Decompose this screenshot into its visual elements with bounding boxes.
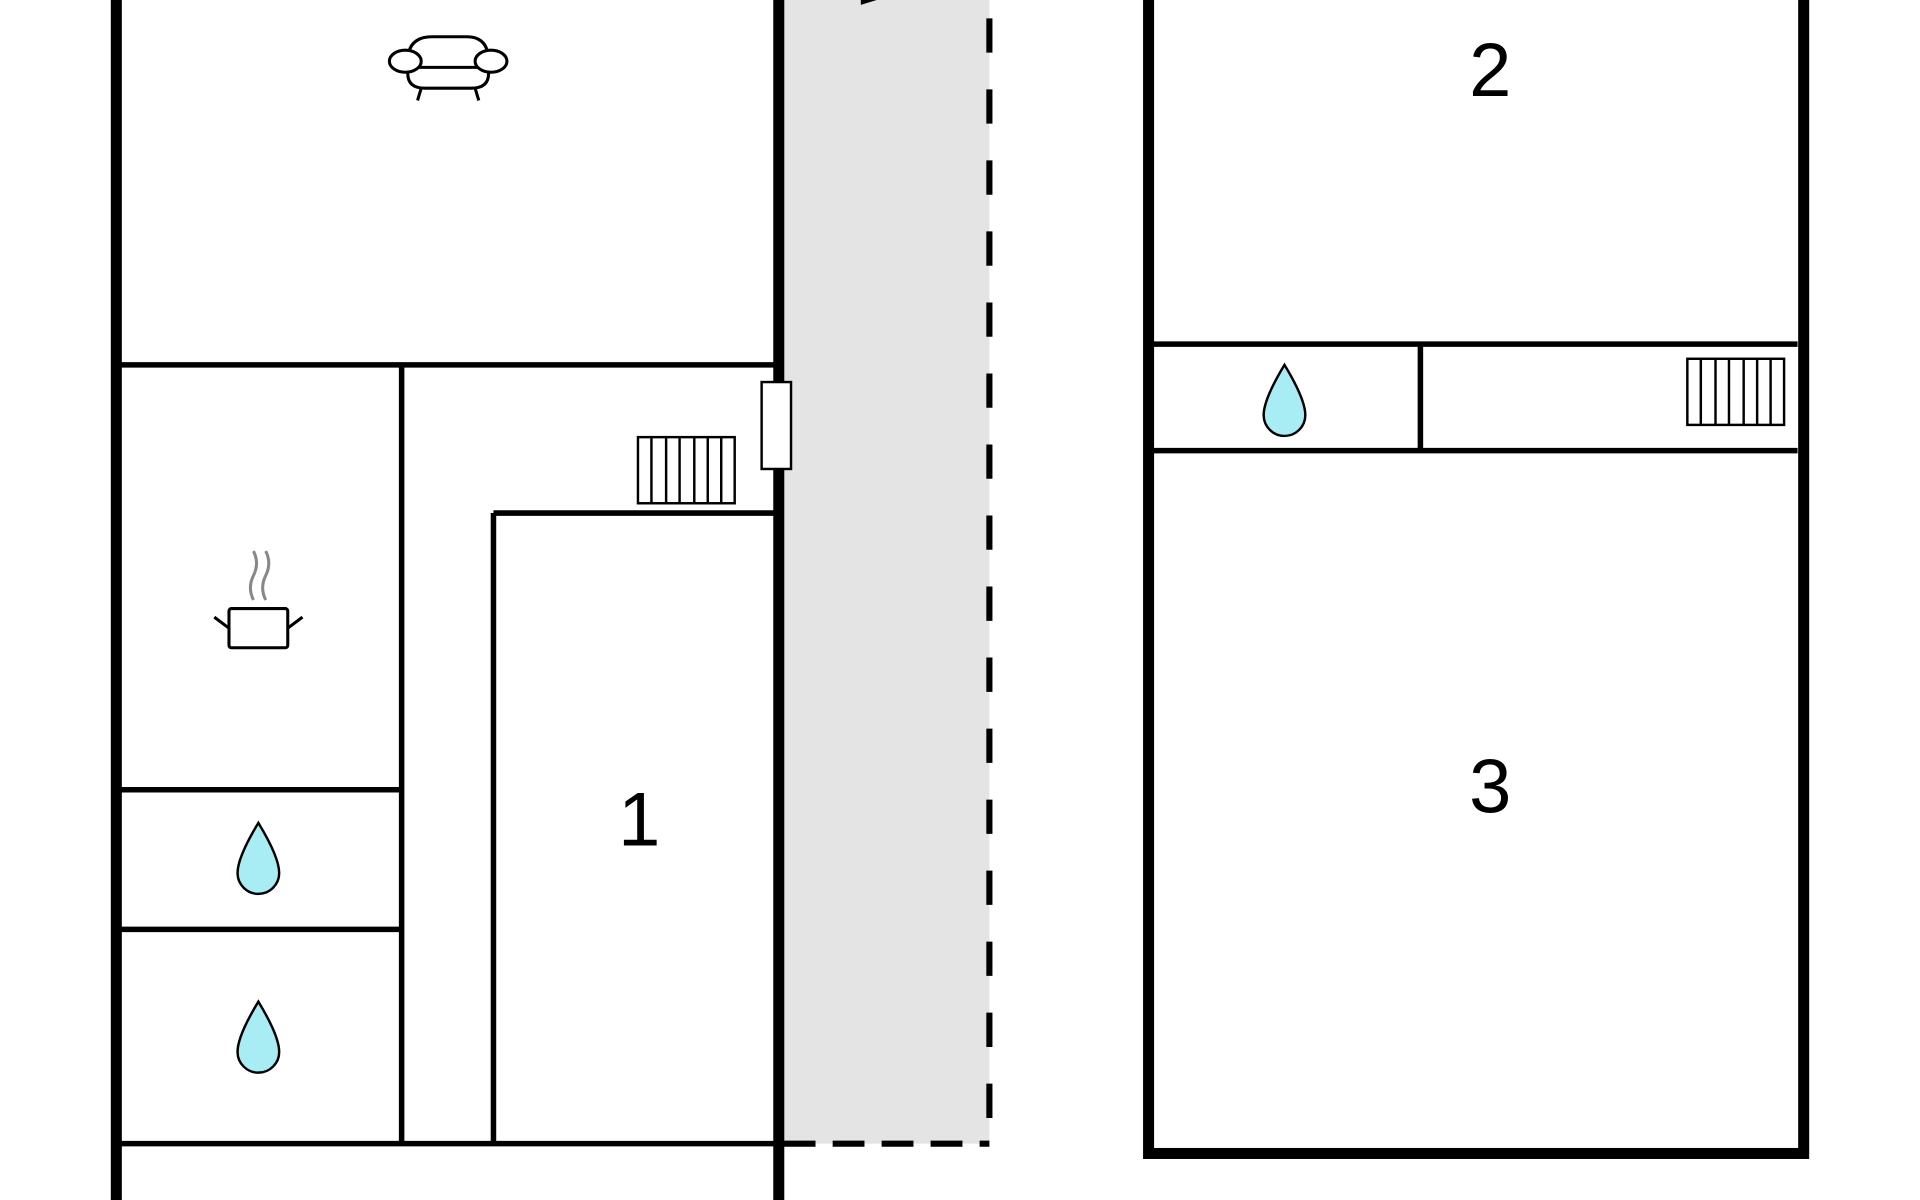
window-mark (760, 380, 793, 471)
water-drop-icon (236, 820, 281, 896)
room-label-3: 3 (1469, 744, 1511, 829)
water-drop-icon (1262, 362, 1307, 438)
sofa-icon (387, 35, 509, 101)
radiator-icon (1686, 357, 1786, 427)
water-drop-icon (236, 999, 281, 1074)
radiator-icon (636, 435, 736, 505)
left-building (110, 0, 785, 1200)
right-building (1143, 0, 1810, 1159)
corridor-area (783, 0, 990, 1144)
room-label-2: 2 (1469, 28, 1511, 113)
cooking-pot-icon (213, 550, 304, 650)
room-label-1: 1 (618, 777, 660, 862)
